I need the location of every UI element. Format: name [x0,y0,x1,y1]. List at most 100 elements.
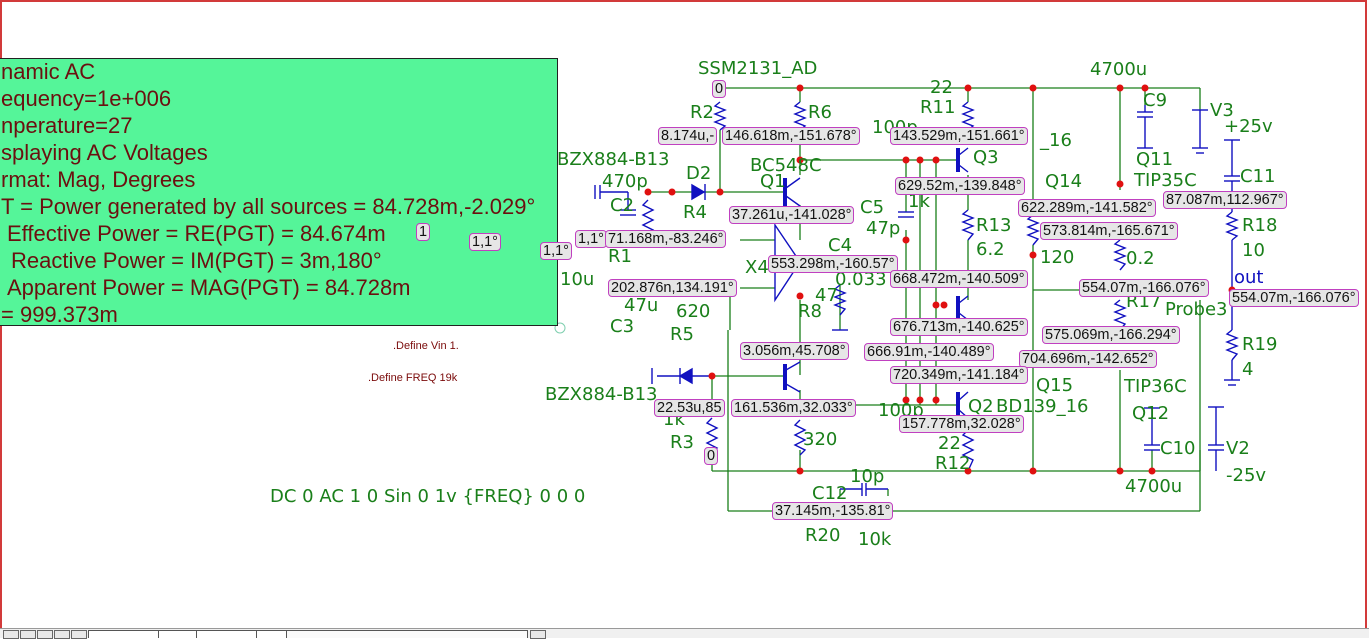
panel-line-reactive-power: Reactive Power = IM(PGT) = 3m,180° [11,248,382,273]
r6-label: R6 [808,102,832,123]
probe-q13-bottom[interactable]: 676.713m,-140.625° [890,318,1028,336]
r7-value: 320 [803,429,838,450]
c2-value: 470p [602,171,648,192]
probe-q1-emitter[interactable]: 37.261u,-141.028° [729,206,855,224]
bd-top-suffix: _16 [1040,130,1072,151]
c12-value: 10p [850,466,885,487]
r1-label: R1 [608,246,632,267]
probe-r6-node[interactable]: 146.618m,-151.678° [722,127,860,145]
r-02-value: 0.2 [1126,248,1155,269]
analysis-results-panel[interactable]: namic AC equency=1e+006 nperature=27 spl… [0,58,558,326]
panel-line-format: rmat: Mag, Degrees [1,167,196,192]
r13-label: R13 [976,215,1012,236]
probe-node-0-bottom[interactable]: 0 [704,447,719,465]
r11-label: R11 [920,97,956,118]
c11-label: C11 [1240,166,1276,187]
panel-line-effective-power: Effective Power = RE(PGT) = 84.674m [7,221,386,246]
panel-line-apparent-power: Apparent Power = MAG(PGT) = 84.728m [7,275,411,300]
components [594,101,1240,496]
probe-r7-node[interactable]: 161.536m,32.033° [731,399,856,417]
probe-d1-node[interactable]: 22.53u,85 [654,399,725,417]
probe-r17-node[interactable]: 554.07m,-166.076° [1079,279,1209,297]
panel-line-power-factor: = 999.373m [1,302,118,326]
q14-label: Q14 [1045,171,1083,192]
probe-q2-base[interactable]: 720.349m,-141.184° [890,366,1028,384]
probe-c11-node[interactable]: 87.087m,112.967° [1163,191,1287,209]
last-sheet-button[interactable] [71,630,87,639]
define-freq-directive[interactable]: .Define FREQ 19k [368,372,458,384]
prev-page-button[interactable] [20,630,36,639]
v3-label: V3 [1210,100,1234,121]
r18-label: R18 [1242,215,1278,236]
c4-label: C4 [828,235,853,256]
probe-q14-node[interactable]: 622.289m,-141.582° [1018,199,1156,217]
probe-out-node[interactable]: 554.07m,-166.076° [1229,289,1359,307]
r-120-value: 120 [1040,247,1075,268]
q12-label: Q12 [1132,403,1170,424]
panel-line-mode: namic AC [1,59,96,84]
probe-q15-node[interactable]: 704.696m,-142.652° [1019,350,1157,368]
define-vin-directive[interactable]: .Define Vin 1. [393,340,459,352]
panel-line-pgt: T = Power generated by all sources = 84.… [1,194,536,219]
c4-value: 0.033 [835,269,887,290]
probe-x4-out[interactable]: 553.298m,-160.57° [768,255,898,273]
probe-r2-node[interactable]: 8.174u,- [658,127,718,145]
probe-node-1[interactable]: 1 [416,223,431,241]
c9-value: 4700u [1090,59,1148,80]
probe-q2-emitter[interactable]: 157.778m,32.028° [899,415,1024,433]
r12-value: 22 [938,433,961,454]
r8-value: 47 [815,285,838,306]
r13-value: 6.2 [976,239,1005,260]
r5-value: 620 [676,301,711,322]
v2-label: V2 [1226,438,1250,459]
r12-label: R12 [935,453,971,474]
panel-line-frequency: equency=1e+006 [1,86,172,111]
first-sheet-button[interactable] [3,630,19,639]
r20-label: R20 [805,525,841,546]
probe-input-a[interactable]: 1,1° [469,233,501,251]
bzx884-bottom-label: BZX884-B13 [545,384,658,405]
r18-value: 10 [1242,240,1265,261]
d2-label: D2 [686,163,712,184]
probe-r-mid-1[interactable]: 573.814m,-165.671° [1040,222,1178,240]
tip35c-label: TIP35C [1134,170,1197,191]
bd139-label: BD139_16 [996,396,1089,417]
x4-label: X4 [745,257,769,278]
ssm2131-label: SSM2131_AD [698,58,818,79]
next-sheet-button[interactable] [54,630,70,639]
probe-x4-minus[interactable]: 202.876n,134.191° [608,279,737,297]
r20-value: 10k [858,529,892,550]
probe-c6-node[interactable]: 143.529m,-151.661° [890,127,1028,145]
node-dots [437,84,1236,475]
q3-label: Q3 [973,147,999,168]
prev-sheet-button[interactable] [37,630,53,639]
r10-value: 1k [908,191,930,212]
c5-label: C5 [860,197,885,218]
probe-x4-plus[interactable]: 71.168m,-83.246° [605,230,727,248]
r4-label: R4 [683,202,707,223]
scroll-right-button[interactable] [530,630,546,639]
r11-value: 22 [930,77,953,98]
probe-q4-node[interactable]: 3.056m,45.708° [740,342,849,360]
source-spec-label[interactable]: DC 0 AC 1 0 Sin 0 1v {FREQ} 0 0 0 [270,486,586,507]
probe-node-0-top[interactable]: 0 [712,80,727,98]
c2-label: C2 [610,195,635,216]
input-cap-value: 10u [560,269,595,290]
horizontal-scrollbar[interactable] [286,630,528,638]
probe-input-c[interactable]: 1,1° [575,230,607,248]
q11-label: Q11 [1136,149,1174,170]
bzx884-top-label: BZX884-B13 [557,149,670,170]
tip36c-label: TIP36C [1124,376,1187,397]
probe-r20-node[interactable]: 37.145m,-135.81° [772,502,894,520]
probe-q13-top[interactable]: 668.472m,-140.509° [890,270,1028,288]
probe-q-mid-left[interactable]: 666.91m,-140.489° [864,343,994,361]
q2-label: Q2 [968,396,994,417]
v2-value: -25v [1226,465,1267,486]
probe-input-b[interactable]: 1,1° [540,242,572,260]
probe-r17-bottom[interactable]: 575.069m,-166.294° [1042,326,1180,344]
probe-q3-node[interactable]: 629.52m,-139.848° [895,177,1025,195]
r2-label: R2 [690,102,714,123]
bc548c-top-label: BC548C [750,155,822,176]
c3-value: 47u [624,295,659,316]
q1-label: Q1 [760,171,786,192]
